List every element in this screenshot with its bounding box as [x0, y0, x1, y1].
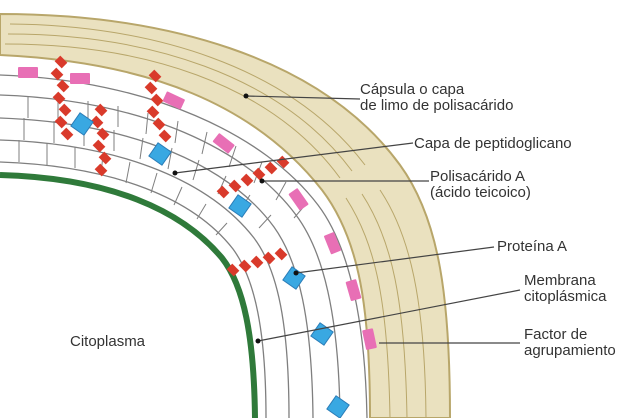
label-proteina-a: Proteína A — [497, 239, 567, 255]
label-capsula: Cápsula o capa de limo de polisacárido — [360, 82, 513, 114]
label-citoplasma: Citoplasma — [70, 333, 145, 350]
label-polisacarido-a: Polisacárido A (ácido teicoico) — [430, 169, 531, 201]
label-membrana: Membrana citoplásmica — [524, 273, 607, 305]
label-peptidoglicano: Capa de peptidoglicano — [414, 136, 572, 152]
label-factor: Factor de agrupamiento — [524, 327, 616, 359]
cytoplasmic-membrane — [0, 175, 255, 418]
